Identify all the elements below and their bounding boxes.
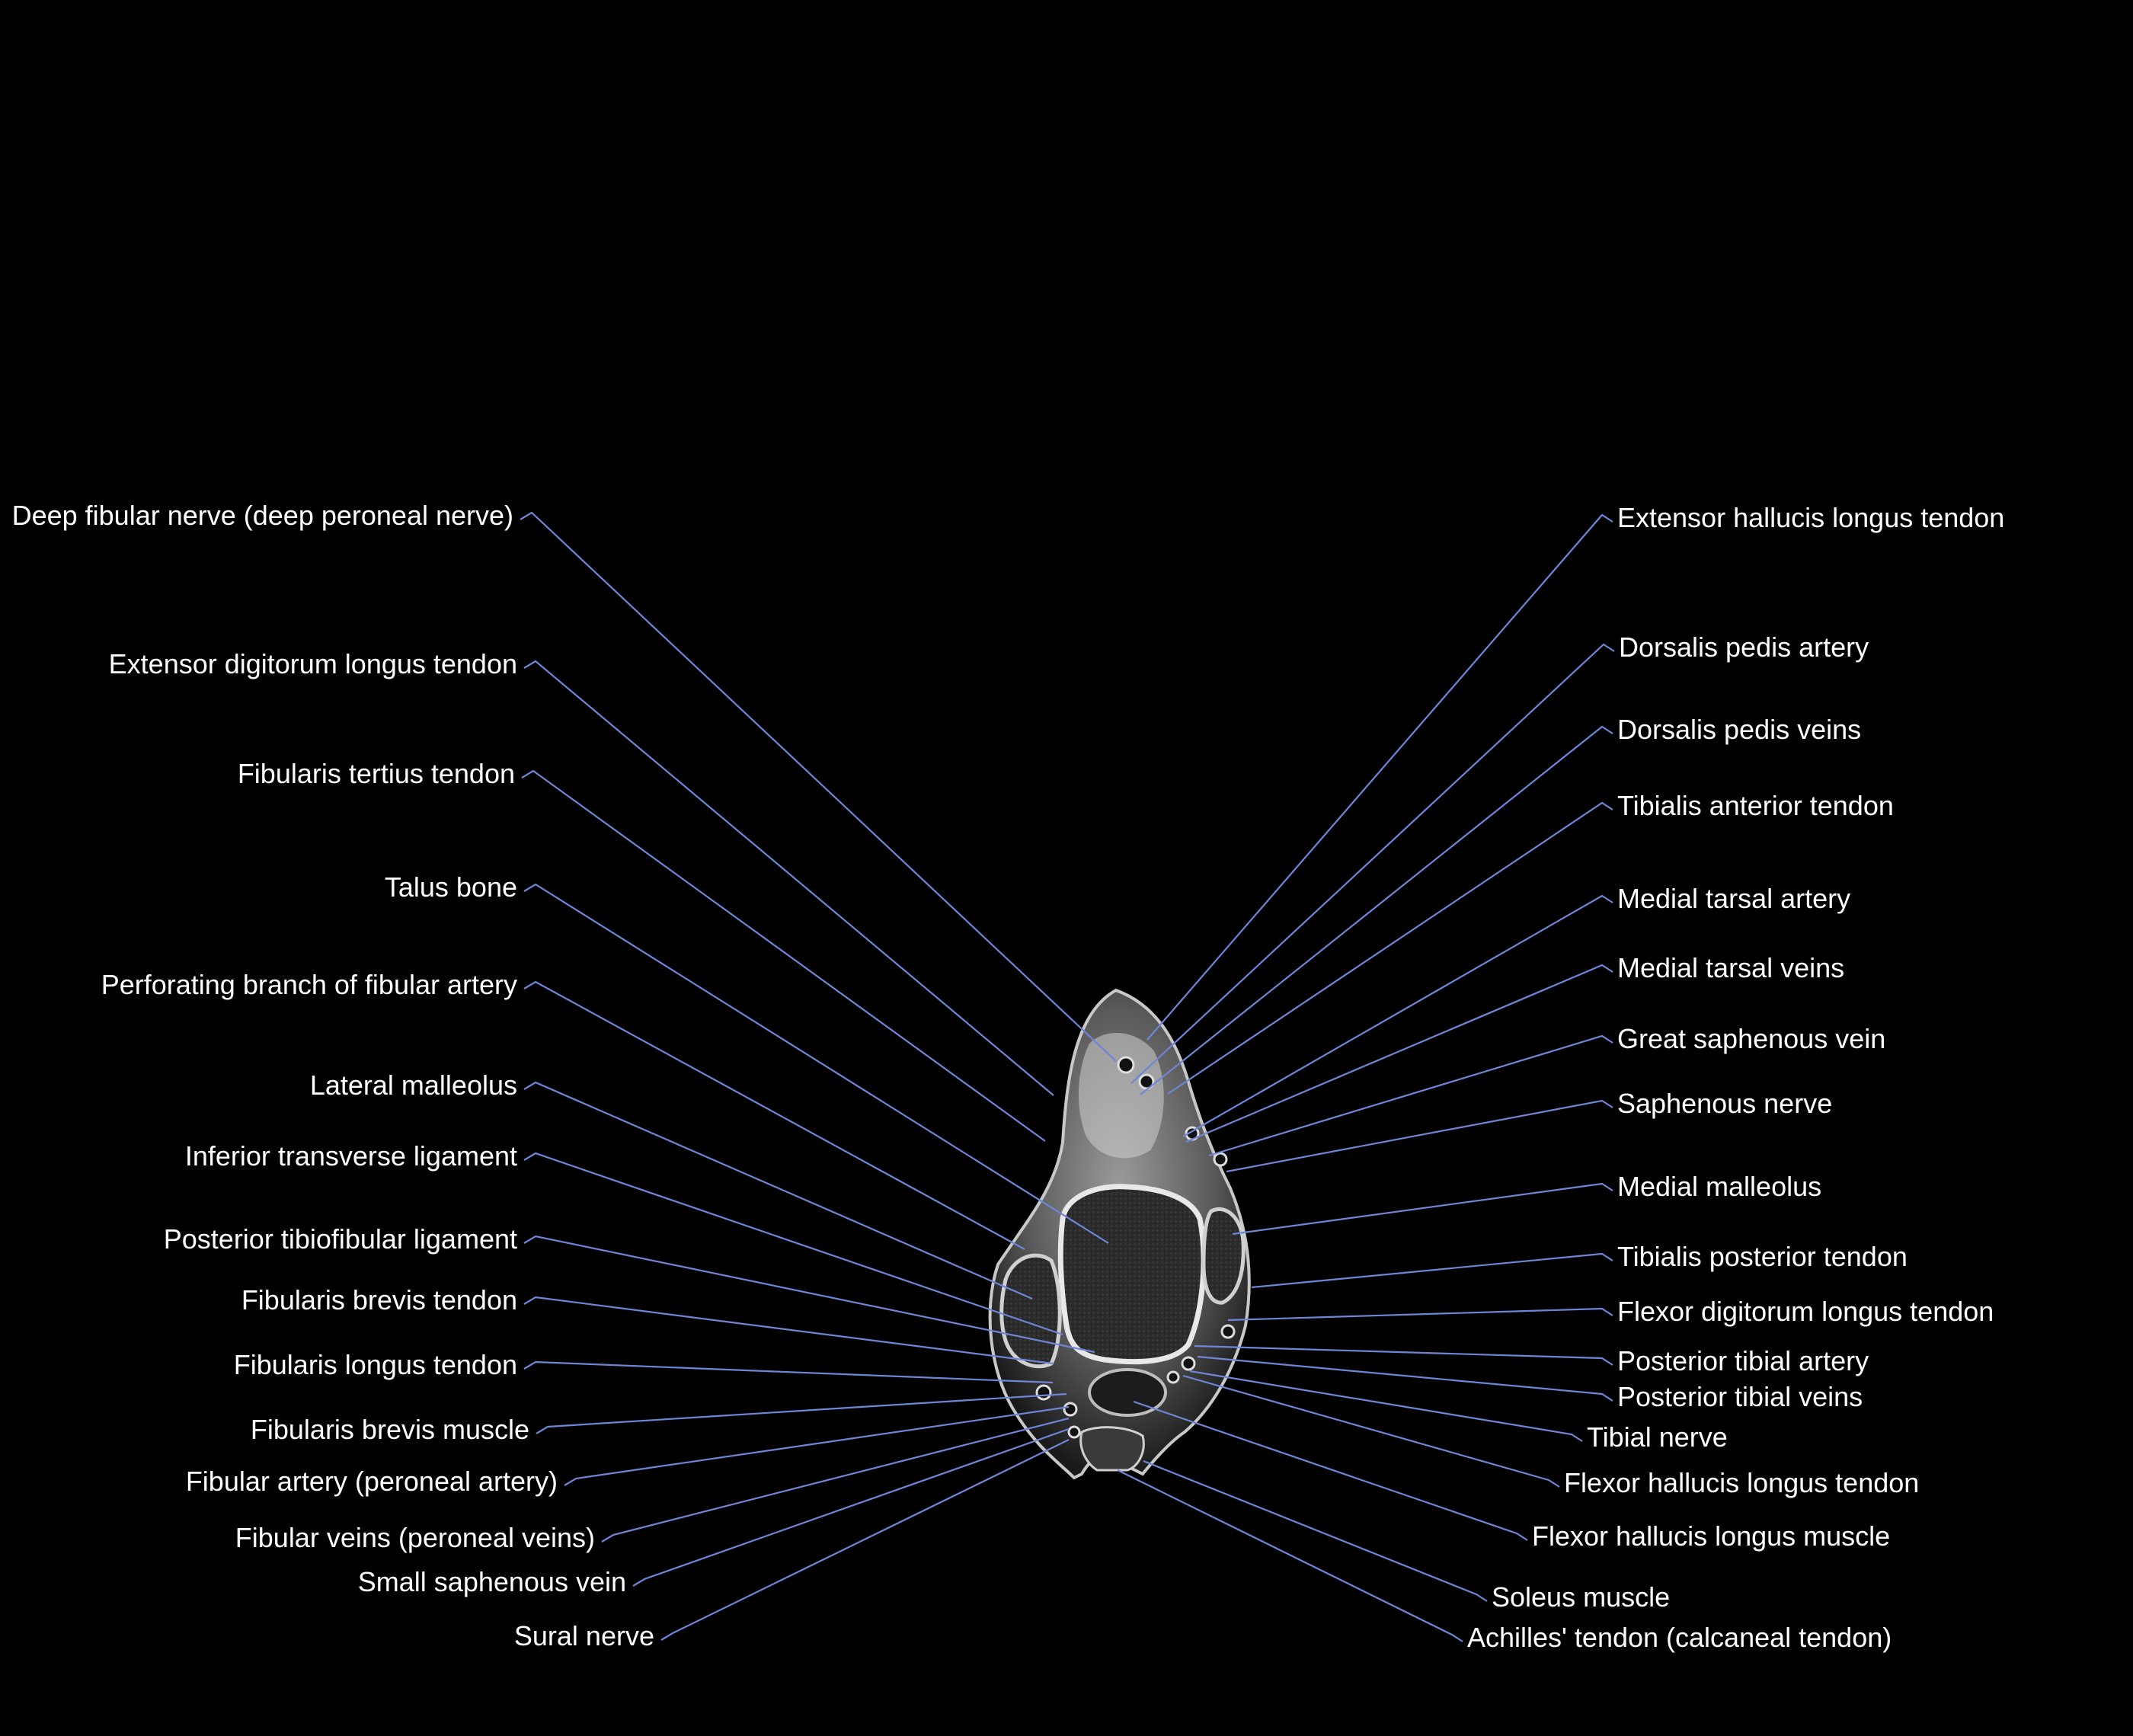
label-left-12: Fibular veins (peroneal veins) — [235, 1522, 595, 1553]
leader-left-0 — [520, 511, 1117, 1062]
label-right-11: Posterior tibial artery — [1617, 1345, 1869, 1376]
leader-right-16 — [1143, 1459, 1488, 1602]
label-left-7: Posterior tibiofibular ligament — [163, 1223, 517, 1255]
vessel-dot — [1067, 1425, 1081, 1439]
vessel-dot — [1166, 1370, 1180, 1384]
label-right-12: Posterior tibial veins — [1617, 1381, 1863, 1412]
label-left-2: Fibularis tertius tendon — [237, 758, 515, 789]
label-left-10: Fibularis brevis muscle — [250, 1414, 529, 1445]
leader-left-7 — [523, 1235, 1095, 1354]
leader-right-15 — [1133, 1400, 1528, 1541]
leader-left-6 — [523, 1152, 1063, 1336]
vessel-dot — [1063, 1402, 1078, 1417]
label-right-17: Achilles' tendon (calcaneal tendon) — [1467, 1622, 1892, 1653]
leader-right-8 — [1232, 1182, 1613, 1236]
leader-right-1 — [1130, 643, 1615, 1084]
leader-left-14 — [660, 1439, 1070, 1641]
leader-left-9 — [523, 1360, 1054, 1384]
label-left-8: Fibularis brevis tendon — [241, 1284, 517, 1316]
label-left-4: Perforating branch of fibular artery — [101, 969, 517, 1000]
leader-right-2 — [1140, 725, 1613, 1095]
achilles-region — [1079, 1426, 1145, 1472]
leader-right-7 — [1226, 1099, 1613, 1173]
leader-right-3 — [1167, 801, 1613, 1095]
leader-left-2 — [521, 769, 1046, 1142]
leader-right-5 — [1185, 964, 1613, 1143]
leader-right-9 — [1251, 1252, 1613, 1289]
label-left-0: Deep fibular nerve (deep peroneal nerve) — [11, 500, 513, 531]
leader-right-14 — [1182, 1374, 1560, 1488]
vessel-dot — [1138, 1073, 1155, 1090]
leader-left-8 — [523, 1296, 1054, 1365]
vessel-dot — [1213, 1152, 1228, 1167]
label-right-5: Medial tarsal veins — [1617, 952, 1845, 983]
vessel-dot — [1035, 1384, 1052, 1401]
label-right-1: Dorsalis pedis artery — [1619, 631, 1869, 663]
leader-left-4 — [523, 980, 1025, 1250]
leader-left-5 — [523, 1081, 1033, 1300]
label-right-7: Saphenous nerve — [1617, 1088, 1833, 1119]
vessel-dot — [1181, 1356, 1196, 1371]
label-left-9: Fibularis longus tendon — [233, 1349, 517, 1380]
leader-right-4 — [1182, 894, 1613, 1137]
posterior-muscle — [1088, 1368, 1167, 1417]
label-right-9: Tibialis posterior tendon — [1617, 1241, 1908, 1272]
leader-right-6 — [1208, 1034, 1613, 1157]
medial-malleolus-shape — [1201, 1207, 1246, 1305]
leader-left-1 — [523, 660, 1054, 1096]
label-right-2: Dorsalis pedis veins — [1617, 714, 1862, 745]
leader-left-13 — [632, 1427, 1070, 1587]
label-right-16: Soleus muscle — [1492, 1581, 1671, 1613]
mri-ankle-slice — [988, 988, 1251, 1480]
label-right-8: Medial malleolus — [1617, 1171, 1822, 1202]
label-right-3: Tibialis anterior tendon — [1617, 790, 1894, 821]
label-right-13: Tibial nerve — [1587, 1421, 1728, 1453]
anterior-fat — [1078, 1033, 1164, 1159]
leader-right-0 — [1146, 513, 1613, 1041]
label-left-14: Sural nerve — [513, 1620, 654, 1651]
label-right-10: Flexor digitorum longus tendon — [1617, 1296, 1994, 1327]
label-left-11: Fibular artery (peroneal artery) — [185, 1466, 558, 1497]
lateral-malleolus-shape — [999, 1253, 1062, 1369]
label-right-0: Extensor hallucis longus tendon — [1617, 502, 2005, 533]
leader-right-13 — [1189, 1370, 1583, 1442]
vessel-dot — [1117, 1056, 1135, 1074]
leader-left-10 — [536, 1392, 1067, 1434]
leader-left-11 — [564, 1405, 1070, 1486]
vessel-dot — [1220, 1324, 1236, 1339]
label-right-14: Flexor hallucis longus tendon — [1564, 1467, 1920, 1498]
label-right-15: Flexor hallucis longus muscle — [1532, 1520, 1891, 1552]
label-right-6: Great saphenous vein — [1617, 1023, 1886, 1054]
leader-left-3 — [523, 883, 1109, 1244]
label-left-3: Talus bone — [384, 871, 517, 903]
label-left-1: Extensor digitorum longus tendon — [108, 648, 517, 679]
leader-right-10 — [1227, 1307, 1613, 1322]
talus-shape — [1057, 1184, 1207, 1365]
label-left-6: Inferior transverse ligament — [184, 1140, 517, 1172]
label-left-13: Small saphenous vein — [357, 1566, 626, 1597]
leader-right-17 — [1117, 1469, 1463, 1642]
leader-right-12 — [1197, 1355, 1613, 1402]
label-left-5: Lateral malleolus — [309, 1069, 517, 1101]
leader-lines — [520, 511, 1615, 1642]
label-right-4: Medial tarsal artery — [1617, 883, 1851, 914]
leader-right-11 — [1194, 1344, 1613, 1366]
leader-left-12 — [601, 1417, 1070, 1543]
